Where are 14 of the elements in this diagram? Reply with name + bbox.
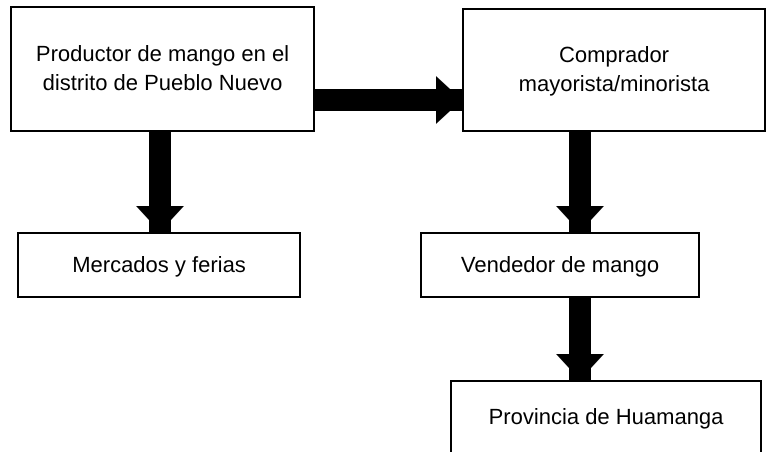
block-arrow bbox=[556, 132, 604, 232]
box-label: Vendedor de mango bbox=[460, 250, 660, 279]
process-box bbox=[17, 232, 301, 298]
box-label: Provincia de Huamanga bbox=[488, 402, 724, 431]
box-label: Comprador mayorista/minorista bbox=[518, 41, 710, 98]
process-box bbox=[10, 6, 315, 132]
process-box bbox=[450, 380, 762, 452]
block-arrow bbox=[315, 76, 462, 124]
process-box bbox=[420, 232, 700, 298]
process-box bbox=[462, 8, 766, 132]
block-arrow bbox=[136, 132, 184, 232]
block-arrow bbox=[556, 298, 604, 380]
box-label: Productor de mango en el distrito de Pueblo Nuevo bbox=[34, 40, 290, 97]
box-label: Mercados y ferias bbox=[71, 250, 247, 279]
